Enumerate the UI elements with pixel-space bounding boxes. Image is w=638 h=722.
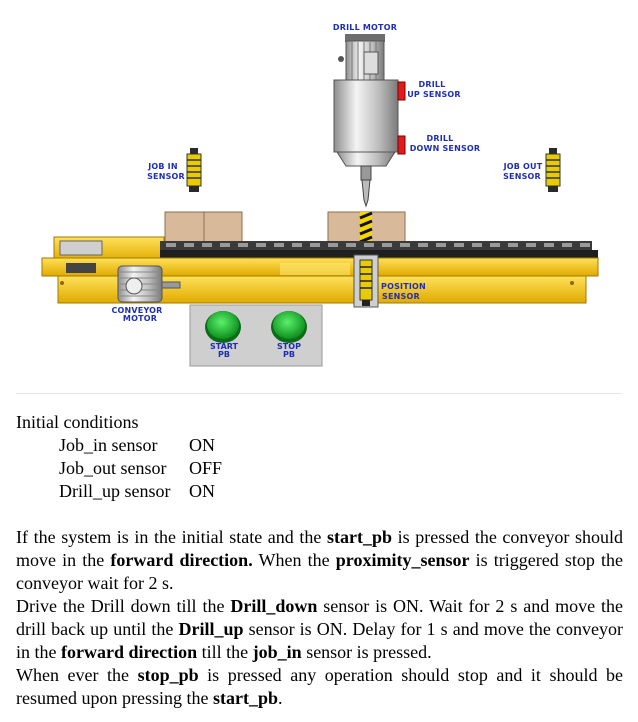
condition-row: Drill_up sensor ON [59,480,623,503]
problem-statement: Initial conditions Job_in sensor ON Job_… [16,411,623,710]
drill-down-label-line1: DRILL [427,134,454,143]
stop-button-cap[interactable] [273,311,305,339]
drill-down-label-line2: DOWN SENSOR [410,144,481,153]
job-out-label-line2: SENSOR [503,172,541,181]
position-sensor-body [360,260,372,300]
drill-up-label-line1: DRILL [419,80,446,89]
drill-motor: DRILL MOTOR [333,23,398,206]
job-in-label-line2: SENSOR [147,172,185,181]
drill-bit [362,180,370,206]
job-in-label-line1: JOB IN [147,162,178,171]
job-out-sensor-head [549,148,557,154]
job-in-sensor-body [187,154,201,186]
divider [16,393,622,394]
drilling-station-diagram: DRILL MOTOR DRILL UP SENSOR DRILL DOWN S… [0,0,638,392]
condition-row: Job_out sensor OFF [59,457,623,480]
drill-head-bottom [337,152,395,166]
conveyor-motor-label-line2: MOTOR [123,314,157,323]
position-label-line1: POSITION [381,282,426,291]
conveyor-belt-underside [160,250,598,258]
pushbutton-panel: START PB STOP PB [190,305,322,366]
job-out-sensor-body [546,154,560,186]
job-boxes [165,212,405,243]
job-in-sensor: JOB IN SENSOR [147,148,201,192]
drill-motor-terminal [364,52,378,74]
job-in-sensor-head [190,148,198,154]
paragraph-stop-behaviour: When ever the stop_pb is pressed any ope… [16,664,623,710]
drill-motor-label: DRILL MOTOR [333,23,397,32]
drill-head-body [334,80,398,152]
condition-name: Job_out sensor [59,457,189,480]
conveyor-control-box [60,241,102,255]
job-out-sensor: JOB OUT SENSOR [503,148,560,192]
drill-up-sensor: DRILL UP SENSOR [398,80,461,100]
condition-state: ON [189,480,215,503]
start-button-cap[interactable] [207,311,239,339]
job-out-label-line1: JOB OUT [503,162,543,171]
start-label-line2: PB [218,350,230,359]
condition-row: Job_in sensor ON [59,434,623,457]
job-in-sensor-base [189,186,199,192]
drill-down-sensor-body [398,136,405,154]
condition-name: Drill_up sensor [59,480,189,503]
drill-up-sensor-body [398,82,405,100]
drill-down-sensor: DRILL DOWN SENSOR [398,134,480,154]
condition-state: ON [189,434,215,457]
condition-name: Job_in sensor [59,434,189,457]
drill-chuck [361,166,371,180]
condition-state: OFF [189,457,222,480]
drill-motor-bolt [338,56,344,62]
drill-up-label-line2: UP SENSOR [407,90,461,99]
conditions-title: Initial conditions [16,411,623,434]
stop-label-line2: PB [283,350,295,359]
paragraph-start-sequence: If the system is in the initial state an… [16,526,623,595]
job-out-sensor-base [548,186,558,192]
paragraph-drill-sequence: Drive the Drill down till the Drill_down… [16,595,623,664]
position-label-line2: SENSOR [382,292,420,301]
conveyor-switch [66,263,96,273]
